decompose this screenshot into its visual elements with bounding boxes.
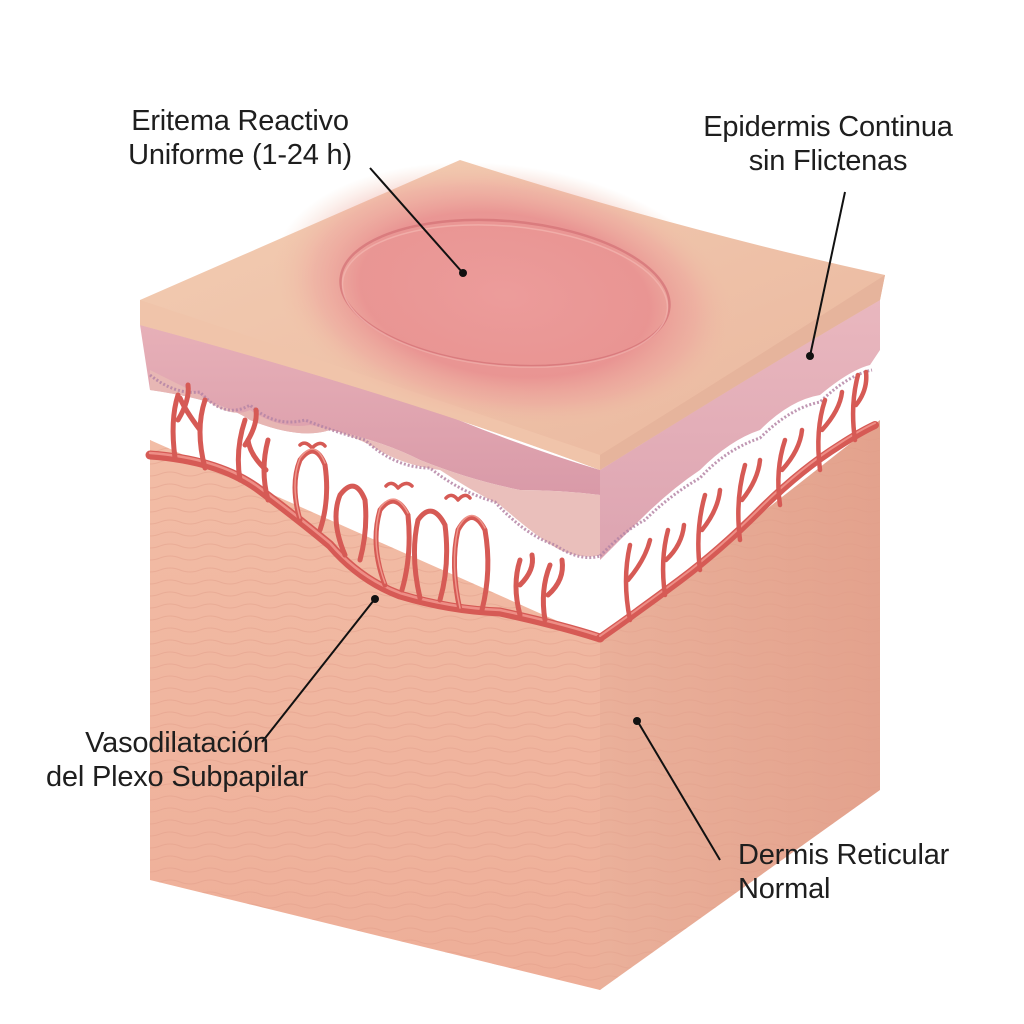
leader-lines — [261, 167, 846, 861]
capillary-loops-side — [623, 369, 869, 623]
leader-dot-erythema — [459, 269, 467, 277]
subpapillary-plexus-vessel-front-highlight — [148, 451, 602, 638]
erythema-zone — [271, 162, 739, 428]
label-erythema-line1: Eritema Reactivo — [131, 105, 349, 137]
capillary-tips-front — [298, 441, 472, 502]
side-face-texture — [600, 420, 880, 990]
label-dermis: Dermis Reticular Normal — [738, 838, 1008, 906]
label-plexus-line1: Vasodilatación — [85, 727, 269, 759]
basal-membrane-front — [149, 373, 601, 560]
leader-dot-plexus — [371, 595, 379, 603]
leader-dots — [371, 269, 814, 725]
leader-line-erythema — [369, 167, 463, 273]
capillary-loops-front-highlight — [294, 448, 486, 609]
label-dermis-line1: Dermis Reticular — [738, 839, 950, 871]
leader-dot-epidermis — [806, 352, 814, 360]
epidermis-band-front-lower — [150, 370, 600, 557]
basal-membrane-side — [598, 368, 873, 558]
erythema-ring — [339, 218, 671, 368]
label-epidermis: Epidermis Continua sin Flictenas — [688, 110, 968, 178]
subpapillary-plexus-vessel-side-highlight — [599, 422, 876, 637]
label-dermis-line2: Normal — [738, 873, 831, 905]
label-epidermis-line2: sin Flictenas — [748, 145, 908, 177]
label-erythema: Eritema Reactivo Uniforme (1-24 h) — [110, 104, 370, 172]
leader-dot-dermis — [633, 717, 641, 725]
leader-line-epidermis — [809, 191, 846, 357]
leader-line-plexus — [261, 599, 375, 743]
front-face-texture — [150, 440, 600, 990]
label-epidermis-line1: Epidermis Continua — [703, 111, 953, 143]
subpapillary-plexus-vessel-side — [596, 421, 879, 642]
erythema-ring-highlight — [341, 224, 669, 368]
epidermis-band-front — [140, 325, 600, 495]
label-erythema-line2: Uniforme (1-24 h) — [128, 139, 352, 171]
leader-line-dermis — [637, 721, 721, 861]
top-edge-side — [600, 275, 885, 470]
label-plexus-line2: del Plexo Subpapilar — [45, 761, 308, 793]
subpapillary-plexus-vessel-front — [145, 450, 605, 643]
label-plexus: Vasodilatación del Plexo Subpapilar — [32, 726, 322, 794]
